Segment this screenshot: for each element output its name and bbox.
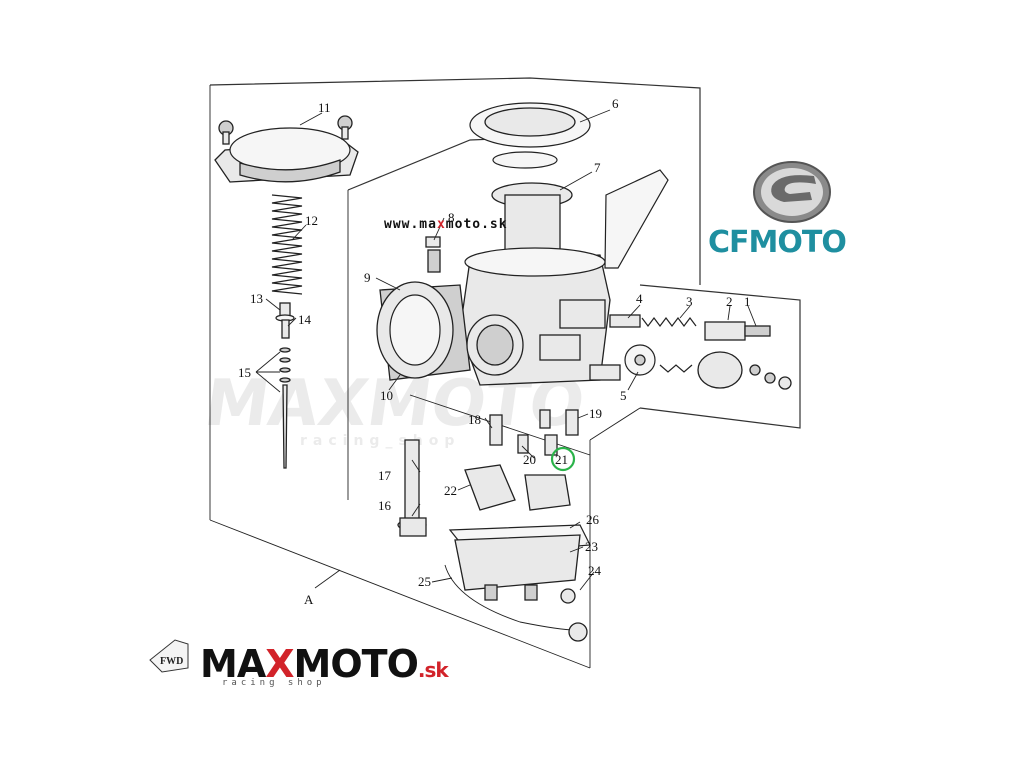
cfmoto-wordmark: CFMOTO bbox=[708, 225, 847, 260]
callout-26: 26 bbox=[586, 512, 600, 527]
choke-assembly bbox=[609, 314, 792, 390]
callout-5: 5 bbox=[620, 388, 627, 403]
url-part-2: moto.sk bbox=[445, 217, 508, 232]
diaphragm bbox=[469, 102, 591, 272]
float-bowl bbox=[444, 524, 591, 642]
assembly-label: A bbox=[304, 592, 314, 607]
highlight-ring bbox=[550, 446, 576, 472]
callout-8: 8 bbox=[448, 210, 455, 225]
callout-12: 12 bbox=[305, 213, 318, 228]
callout-6: 6 bbox=[612, 96, 619, 111]
callout-1: 1 bbox=[744, 294, 751, 309]
callout-3: 3 bbox=[686, 294, 693, 309]
callout-13: 13 bbox=[250, 291, 263, 306]
callout-4: 4 bbox=[636, 291, 643, 306]
svg-text:racing_shop: racing_shop bbox=[300, 433, 460, 449]
assembly-frame bbox=[209, 77, 801, 669]
jets-and-floats bbox=[397, 409, 579, 537]
jet-needle bbox=[275, 302, 295, 469]
spring bbox=[271, 194, 303, 295]
url-highlight: x bbox=[436, 217, 446, 232]
callout-25: 25 bbox=[418, 574, 431, 589]
callout-15: 15 bbox=[238, 365, 251, 380]
fwd-label: FWD bbox=[160, 656, 183, 667]
logo-tagline: racing shop bbox=[222, 678, 326, 688]
logo-highlight: X bbox=[265, 642, 294, 686]
logo-suffix: .sk bbox=[417, 658, 449, 682]
callout-2: 2 bbox=[726, 294, 733, 309]
callout-24: 24 bbox=[588, 563, 602, 578]
url-part-1: www.ma bbox=[384, 217, 437, 232]
callout-23: 23 bbox=[585, 539, 598, 554]
callout-18: 18 bbox=[468, 412, 481, 427]
callout-14: 14 bbox=[298, 312, 312, 327]
top-cover bbox=[214, 115, 359, 183]
callout-10: 10 bbox=[380, 388, 393, 403]
callout-9: 9 bbox=[364, 270, 371, 285]
callout-21: 21 bbox=[555, 452, 568, 467]
logo-part-1: MA bbox=[200, 642, 266, 686]
maxmoto-logo: MAXMOTO.sk bbox=[200, 642, 449, 690]
callout-11: 11 bbox=[318, 100, 331, 115]
callout-labels: 11 6 7 8 12 9 13 14 15 10 4 3 2 1 5 18 1… bbox=[238, 96, 751, 607]
logo-part-2: MOTO bbox=[293, 642, 419, 686]
callout-20: 20 bbox=[523, 452, 536, 467]
callout-22: 22 bbox=[444, 483, 457, 498]
callout-19: 19 bbox=[589, 406, 602, 421]
fwd-badge: FWD bbox=[149, 639, 189, 673]
leader-lines bbox=[255, 109, 757, 591]
callout-16: 16 bbox=[378, 498, 392, 513]
cfmoto-emblem bbox=[753, 161, 831, 223]
carburetor-body bbox=[376, 169, 669, 386]
callout-7: 7 bbox=[594, 160, 601, 175]
callout-17: 17 bbox=[378, 468, 392, 483]
website-url: www.maxmoto.sk bbox=[384, 217, 508, 232]
